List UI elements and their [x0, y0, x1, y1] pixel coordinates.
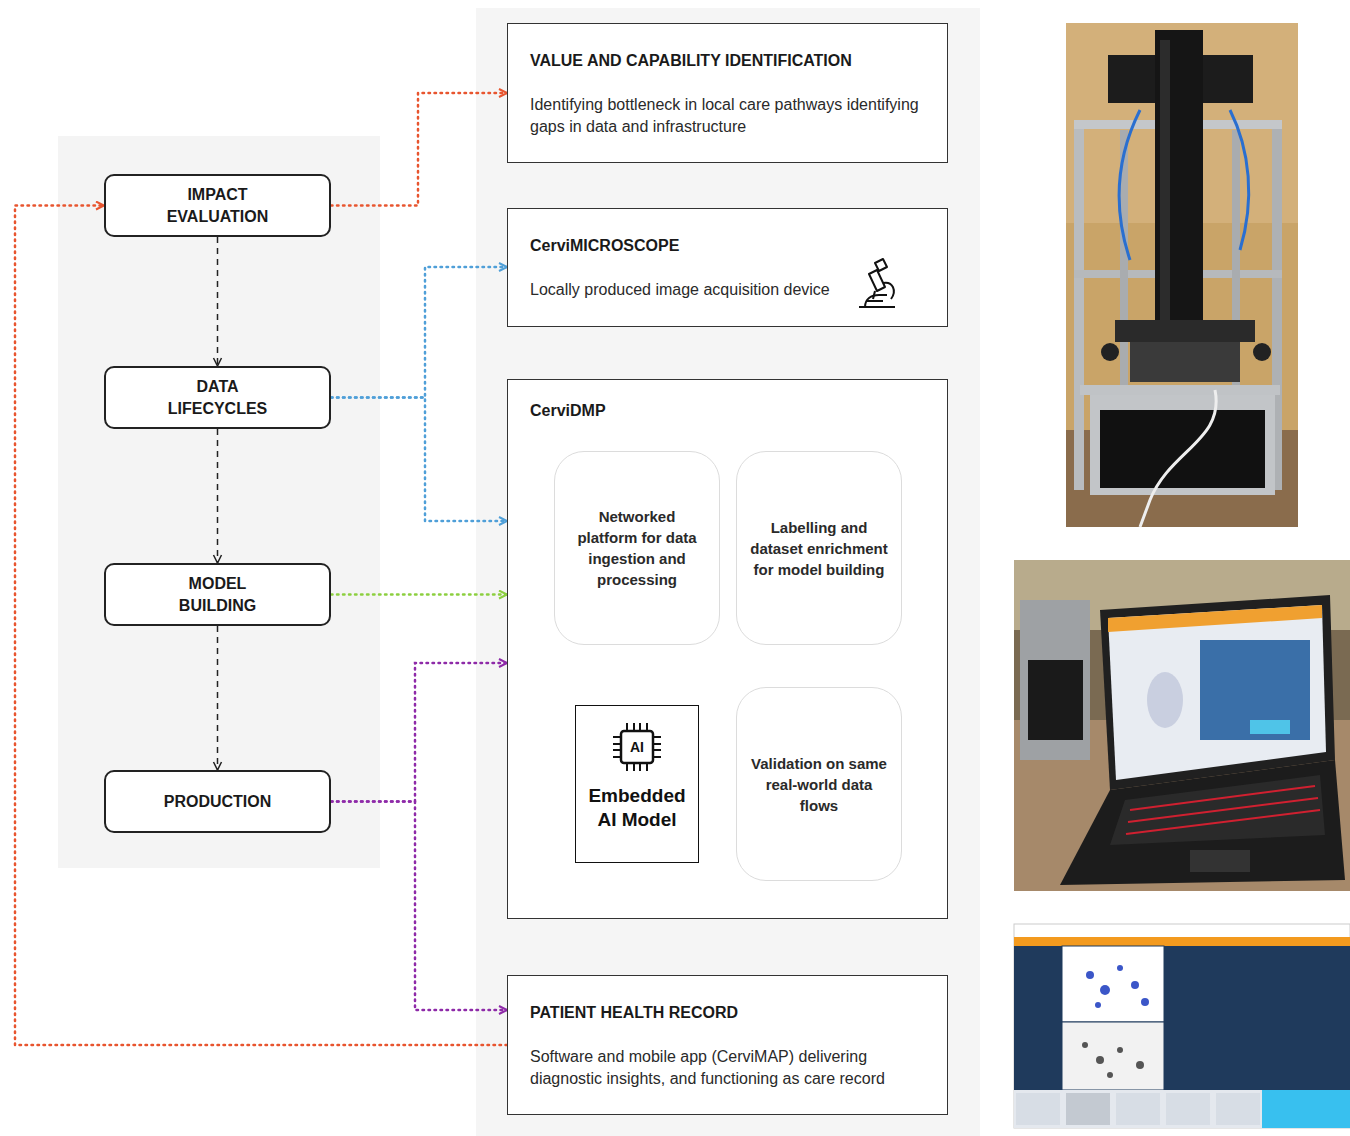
flow-arrow [217, 237, 219, 366]
box-body: Software and mobile app (CerviMAP) deliv… [530, 1046, 925, 1090]
component-box: VALUE AND CAPABILITY IDENTIFICATION Ident… [507, 23, 948, 163]
software-screenshot [1014, 924, 1350, 1128]
link-arrow [331, 802, 507, 1011]
platform-box: CerviDMP Networked platform for data inge… [507, 379, 948, 919]
component-box: PATIENT HEALTH RECORD Software and mobile… [507, 975, 948, 1115]
feature-box: Labelling and dataset enrichment for mod… [736, 451, 902, 645]
link-arrow [331, 93, 507, 206]
flow-arrow [217, 626, 219, 770]
box-heading: VALUE AND CAPABILITY IDENTIFICATION [530, 50, 925, 72]
box-label: Validation on same real-world data flows [749, 753, 889, 816]
box-label: IMPACT EVALUATION [153, 184, 283, 228]
phase-box: DATA LIFECYCLES [104, 366, 331, 429]
link-arrow [331, 398, 507, 522]
box-label: Embedded AI Model [582, 784, 692, 832]
microscope-photo [1066, 23, 1298, 527]
phase-box: MODEL BUILDING [104, 563, 331, 626]
box-label: Networked platform for data ingestion an… [567, 506, 707, 590]
laptop-photo [1014, 560, 1350, 891]
box-label: CerviDMP [530, 400, 925, 422]
ai-chip-icon: AI [610, 720, 664, 774]
ai-model-box: AI Embedded AI Model [575, 705, 699, 863]
box-body: Identifying bottleneck in local care pat… [530, 94, 925, 138]
flow-arrow [217, 429, 219, 563]
component-box: CerviMICROSCOPE Locally produced image ac… [507, 208, 948, 327]
link-arrow [15, 206, 507, 1046]
feature-box: Validation on same real-world data flows [736, 687, 902, 881]
link-arrow [331, 267, 507, 398]
box-heading: PATIENT HEALTH RECORD [530, 1002, 925, 1024]
left-panel [58, 136, 380, 868]
phase-box: IMPACT EVALUATION [104, 174, 331, 237]
box-body: Locally produced image acquisition devic… [530, 279, 877, 301]
box-label: MODEL BUILDING [153, 573, 283, 617]
box-label: Labelling and dataset enrichment for mod… [749, 517, 889, 580]
feature-box: Networked platform for data ingestion an… [554, 451, 720, 645]
box-label: DATA LIFECYCLES [153, 376, 283, 420]
box-label: PRODUCTION [164, 791, 272, 813]
link-arrow [331, 663, 507, 802]
box-heading: CerviMICROSCOPE [530, 235, 877, 257]
microscope-icon [853, 257, 901, 311]
link-arrow [331, 593, 507, 596]
phase-box: PRODUCTION [104, 770, 331, 833]
right-panel [476, 8, 980, 1136]
chip-label: AI [610, 720, 664, 774]
